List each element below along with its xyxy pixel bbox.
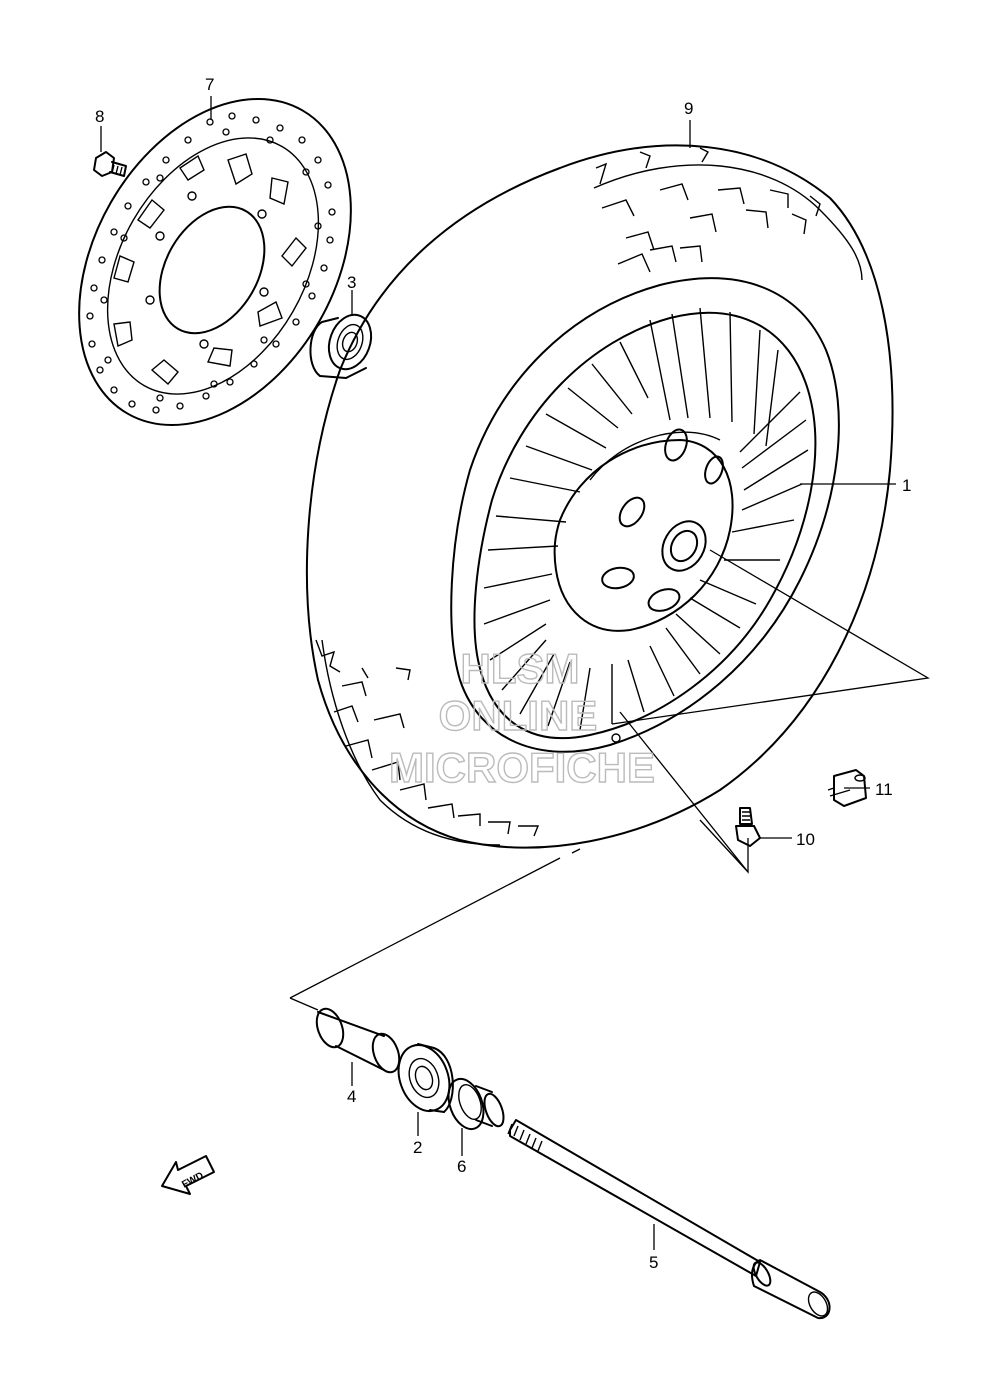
disc-bolt-drawing[interactable] <box>93 151 127 177</box>
part-label-6[interactable]: 6 <box>457 1157 466 1176</box>
fwd-arrow: FWD <box>161 1155 215 1195</box>
part-label-5[interactable]: 5 <box>649 1253 658 1272</box>
wheel-rim-drawing[interactable] <box>473 307 817 743</box>
watermark-line-1: HLSM <box>461 645 580 692</box>
part-label-10[interactable]: 10 <box>796 830 815 849</box>
fwd-arrow-label: FWD <box>180 1170 205 1190</box>
part-label-7[interactable]: 7 <box>205 75 214 94</box>
bearing-inner-drawing[interactable] <box>390 1038 458 1118</box>
assembly-lines <box>289 549 930 1011</box>
axle-drawing[interactable] <box>507 1119 831 1320</box>
part-label-1[interactable]: 1 <box>902 476 911 495</box>
brake-disc-drawing[interactable] <box>24 50 407 473</box>
part-labels: 1 2 3 4 5 6 7 8 9 10 11 <box>95 75 911 1272</box>
part-label-11[interactable]: 11 <box>875 780 893 799</box>
part-label-4[interactable]: 4 <box>347 1087 356 1106</box>
collar-drawing[interactable] <box>442 1074 507 1134</box>
valve-cap-drawing[interactable] <box>827 769 867 807</box>
part-label-2[interactable]: 2 <box>413 1138 422 1157</box>
leader-lines <box>100 96 896 1250</box>
watermark-line-3: MICROFICHE <box>389 744 655 791</box>
part-label-9[interactable]: 9 <box>684 99 693 118</box>
tire-drawing[interactable] <box>305 144 894 849</box>
valve-drawing[interactable] <box>735 807 761 847</box>
part-label-3[interactable]: 3 <box>347 273 356 292</box>
watermark-line-2: ONLINE <box>439 692 598 739</box>
part-label-8[interactable]: 8 <box>95 107 104 126</box>
watermark: HLSM ONLINE MICROFICHE <box>388 644 655 791</box>
bearing-outer-drawing[interactable] <box>309 309 378 379</box>
spacer-drawing[interactable] <box>312 1005 404 1076</box>
